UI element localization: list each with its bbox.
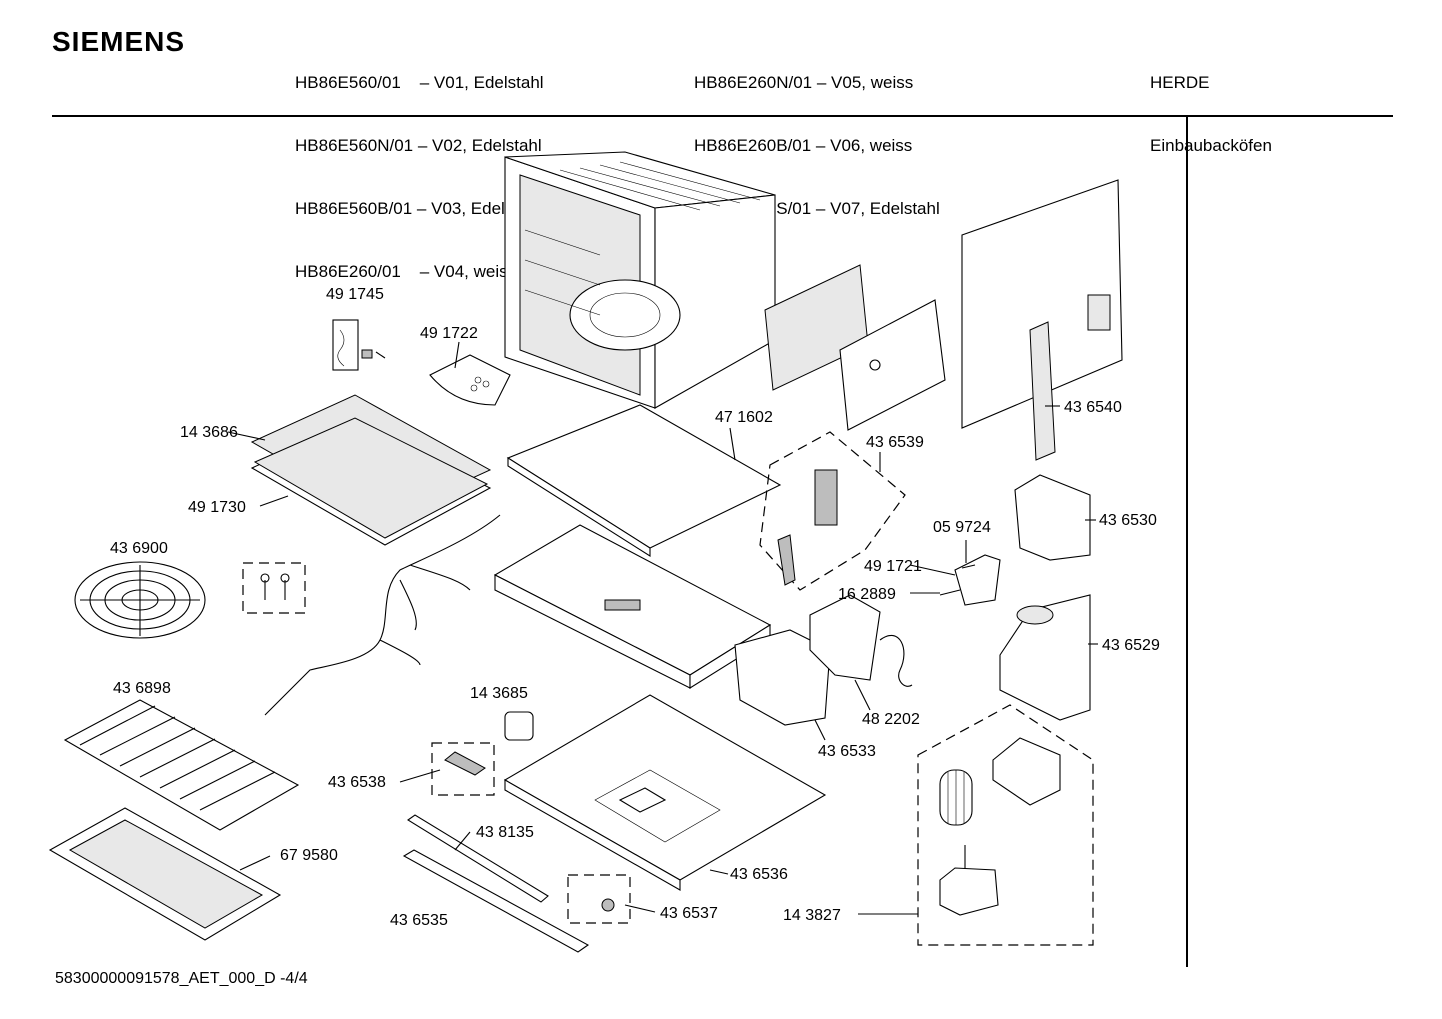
side-cover-plate <box>839 299 946 431</box>
model-entry: HB86E260N/01 – V05, weiss <box>694 73 914 92</box>
control-module <box>809 594 881 681</box>
small-motor <box>504 711 534 741</box>
part-label: 43 6535 <box>390 912 448 929</box>
part-labels: 49 1745 49 1722 14 3686 49 1730 43 6900 … <box>110 286 1160 929</box>
model-entry: HB86E560/01 – V01, Edelstahl <box>295 73 544 92</box>
part-label: 43 6537 <box>660 905 718 922</box>
fan-guard-drawing <box>74 561 206 639</box>
rear-housing-panel <box>961 179 1123 429</box>
part-label: 14 3827 <box>783 907 841 924</box>
side-divider <box>1186 117 1188 967</box>
lamp-cover <box>332 319 359 371</box>
fan-duct-housing <box>1014 474 1091 561</box>
wire-harness <box>264 514 501 716</box>
part-label: 49 1722 <box>420 325 478 342</box>
part-label: 43 6530 <box>1099 512 1157 529</box>
rail-upper <box>407 814 549 903</box>
part-label: 16 2889 <box>838 586 896 603</box>
part-label: 05 9724 <box>933 519 991 536</box>
siemens-logo: SIEMENS <box>52 26 186 57</box>
part-label: 43 6536 <box>730 866 788 883</box>
part-label: 67 9580 <box>280 847 338 864</box>
category-title: HERDE <box>1150 73 1210 92</box>
part-label: 49 1745 <box>326 286 384 303</box>
rail-lower <box>402 849 590 953</box>
part-label: 49 1730 <box>188 499 246 516</box>
part-label: 14 3685 <box>470 685 528 702</box>
oven-cavity-drawing <box>504 151 776 409</box>
cover-plate <box>506 404 782 549</box>
hinge-group-box <box>431 742 495 796</box>
part-label: 43 6533 <box>818 743 876 760</box>
leader-lines <box>227 341 1098 915</box>
wire-rack <box>63 699 300 831</box>
motor-bracket <box>992 737 1061 806</box>
support-rail <box>1029 321 1056 461</box>
fan-motor-group-box <box>917 704 1094 946</box>
model-entry: HB86E260B/01 – V06, weiss <box>694 136 913 155</box>
part-label: 43 6538 <box>328 774 386 791</box>
part-label: 47 1602 <box>715 409 773 426</box>
lamp-housing <box>429 354 511 406</box>
category-subtitle: Einbaubacköfen <box>1150 136 1272 155</box>
part-label: 14 3686 <box>180 424 238 441</box>
rack-bars <box>79 705 276 811</box>
electronics-bracket <box>734 629 831 726</box>
relay-board <box>954 554 1001 606</box>
screws-group-box <box>242 562 306 614</box>
fan-motor <box>939 867 999 916</box>
part-label: 43 8135 <box>476 824 534 841</box>
part-label: 48 2202 <box>862 711 920 728</box>
part-label: 43 6539 <box>866 434 924 451</box>
part-label: 43 6898 <box>113 680 171 697</box>
latch-group-box <box>759 431 906 591</box>
part-label: 49 1721 <box>864 558 922 575</box>
part-label: 43 6900 <box>110 540 168 557</box>
product-category: HERDE Einbaubacköfen <box>1150 30 1272 177</box>
model-entry: HB86E560N/01 – V02, Edelstahl <box>295 136 542 155</box>
model-list-right: HB86E260N/01 – V05, weiss HB86E260B/01 –… <box>694 30 940 240</box>
bottom-plate <box>503 694 827 881</box>
document-id: 58300000091578_AET_000_D -4/4 <box>55 970 308 987</box>
part-label: 43 6529 <box>1102 637 1160 654</box>
header-divider <box>52 115 1393 117</box>
hinge-group-box-2 <box>567 874 631 924</box>
part-label: 43 6540 <box>1064 399 1122 416</box>
